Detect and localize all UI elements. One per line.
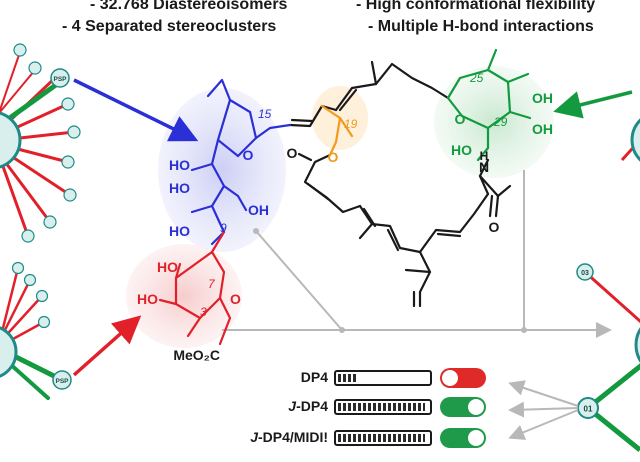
progress-fill-jdp4-midi	[338, 434, 425, 442]
carbon-number-7: 7	[208, 277, 216, 291]
psp-node-bottom	[52, 370, 72, 390]
atom-ho-s4: HO	[169, 157, 190, 173]
header-flexibility: - High conformational flexibility	[356, 0, 596, 13]
header-diastereoisomers: - 32.768 Diastereoisomers	[90, 0, 288, 13]
atom-o-ester-ring: O	[328, 149, 339, 165]
toggle-jdp4[interactable]	[440, 397, 486, 417]
progress-fill-jdp4	[338, 403, 425, 411]
atom-o-amide: O	[489, 219, 500, 235]
carbon-number-19: 19	[344, 117, 358, 131]
red-stereocluster-highlight	[126, 244, 242, 348]
green-arrow	[553, 90, 633, 119]
green-spiroketal-fragment	[446, 48, 532, 162]
header-hbond: - Multiple H-bond interactions	[368, 18, 594, 35]
atom-oh-b: OH	[532, 121, 553, 137]
atom-ho-29: HO	[451, 142, 472, 158]
gray-connectors	[222, 170, 612, 440]
carbon-number-15: 15	[258, 107, 272, 121]
carbon-number-9: 9	[220, 221, 227, 235]
atom-oh-a: OH	[532, 90, 553, 106]
red-arrow	[72, 315, 142, 377]
network-graph-bottom-left: PSP	[0, 261, 72, 400]
method-label-dp4: DP4	[300, 369, 328, 385]
method-label-jdp4-midi: J-DP4/MIDI!	[250, 429, 328, 445]
carbon-number-29: 29	[493, 115, 508, 129]
red-pyranose-fragment	[158, 230, 232, 346]
atom-n-amide: N	[479, 159, 489, 175]
toggle-dp4[interactable]	[440, 368, 486, 388]
atom-o-carbonyl: O	[287, 145, 298, 161]
macrolactam-ring	[288, 60, 512, 308]
progress-bar-jdp4	[334, 399, 432, 415]
node-03-label: 03	[581, 270, 589, 277]
atom-ho-s2: HO	[169, 223, 190, 239]
progress-fill-dp4	[338, 374, 358, 382]
atom-o-ring: O	[230, 291, 241, 307]
node-03	[576, 263, 594, 281]
progress-bar-dp4	[334, 370, 432, 386]
atom-ho-r1: HO	[157, 259, 178, 275]
carbon-number-3: 3	[200, 305, 207, 319]
atom-oh-s3: OH	[248, 202, 269, 218]
network-graph-bottom-right: 03 01	[576, 263, 640, 452]
carbon-number-25: 25	[469, 71, 484, 85]
psp-node-top	[50, 68, 70, 88]
blue-arrow	[73, 78, 199, 142]
psp-label-top: PSP	[53, 76, 67, 83]
node-01-label: 01	[584, 405, 593, 414]
atom-o-thf: O	[243, 147, 254, 163]
atom-meo2c: MeO₂C	[173, 347, 220, 363]
progress-bar-jdp4-midi	[334, 430, 432, 446]
blue-thf-fragment	[190, 78, 292, 246]
atom-ho-r2: HO	[137, 291, 158, 307]
psp-label-bottom: PSP	[55, 378, 69, 385]
atom-o-pyran: O	[455, 111, 466, 127]
toggle-jdp4-midi[interactable]	[440, 428, 486, 448]
atom-ho-s1: HO	[169, 180, 190, 196]
atom-h-amide: H	[480, 149, 489, 163]
header-stereoclusters: - 4 Separated stereoclusters	[62, 18, 277, 35]
orange-ester-fragment	[320, 104, 354, 157]
network-graph-top-left: PSP	[0, 43, 81, 243]
method-label-jdp4: J-DP4	[288, 398, 328, 414]
green-stereocluster-highlight	[434, 66, 554, 178]
network-graph-top-right	[620, 118, 640, 162]
